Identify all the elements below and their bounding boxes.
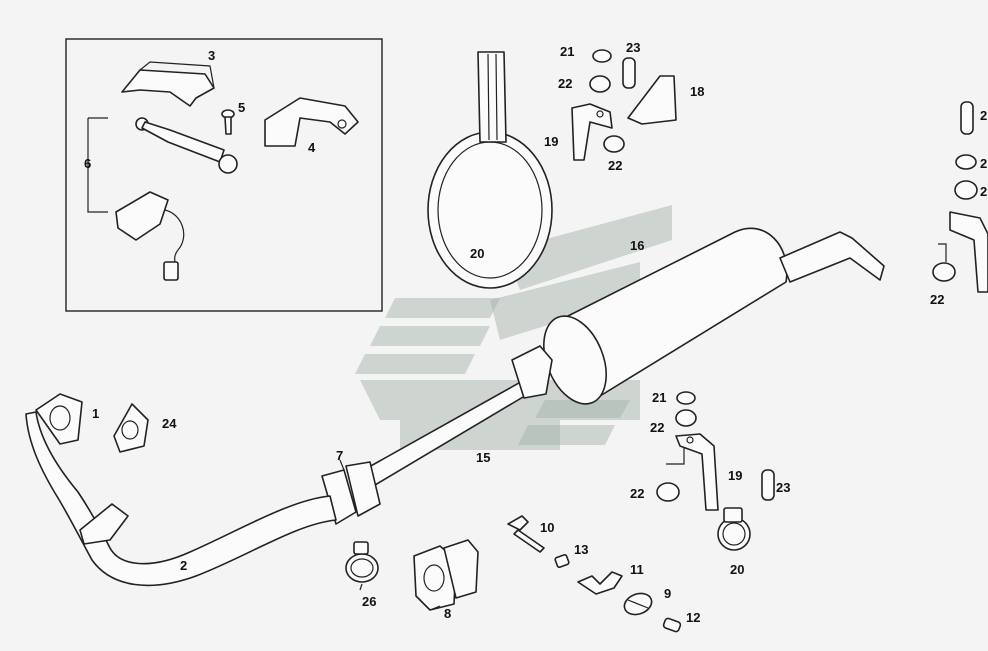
hanger-group-upper [571,49,677,161]
callout-8: 8 [444,606,451,621]
callout-10: 10 [540,520,554,535]
part-6-actuator [87,117,238,281]
callout-1: 1 [92,406,99,421]
callout-22d: 22 [650,420,664,435]
callout-6: 6 [84,156,91,171]
part-24-gasket [113,403,149,453]
callout-edge1: 2 [980,108,987,123]
callout-22b: 22 [608,158,622,173]
callout-22c: 22 [930,292,944,307]
callout-11: 11 [630,562,644,577]
callout-23a: 23 [626,40,640,55]
callout-23b: 23 [776,480,790,495]
part-26-clamp [345,541,379,583]
leader-lines [339,459,441,611]
callout-19a: 19 [544,134,558,149]
callout-20a: 20 [470,246,484,261]
part-16-muffler [543,227,885,405]
callout-2: 2 [180,558,187,573]
part-4-bracket [264,97,359,147]
callout-edge3: 2 [980,184,987,199]
part-5-bolt [221,109,235,135]
callout-13: 13 [574,542,588,557]
callout-4: 4 [308,140,316,155]
callout-15: 15 [476,450,490,465]
callout-edge2: 2 [980,156,987,171]
callout-21b: 21 [652,390,666,405]
callout-labels: 3 5 4 6 20 21 23 22 18 19 22 16 2 2 2 22… [84,40,987,625]
hanger-group-edge [932,101,988,293]
small-hardware-group [507,515,682,633]
part-15-intermediate-pipe [359,345,553,489]
callout-22e: 22 [630,486,644,501]
callout-24: 24 [162,416,177,431]
part-8-flange [413,539,479,611]
callout-26: 26 [362,594,376,609]
part-3-bracket [121,61,215,107]
callout-18: 18 [690,84,704,99]
callout-12: 12 [686,610,700,625]
callout-21a: 21 [560,44,574,59]
inset-box [65,38,383,312]
callout-16: 16 [630,238,644,253]
callout-22a: 22 [558,76,572,91]
part-20-strap-band [427,51,553,289]
callout-7: 7 [336,448,343,463]
callout-5: 5 [238,100,245,115]
callout-3: 3 [208,48,215,63]
callout-19b: 19 [728,468,742,483]
callout-9: 9 [664,586,671,601]
hanger-group-lower [656,391,775,551]
part-2-front-pipe [25,393,337,587]
callout-20b: 20 [730,562,744,577]
